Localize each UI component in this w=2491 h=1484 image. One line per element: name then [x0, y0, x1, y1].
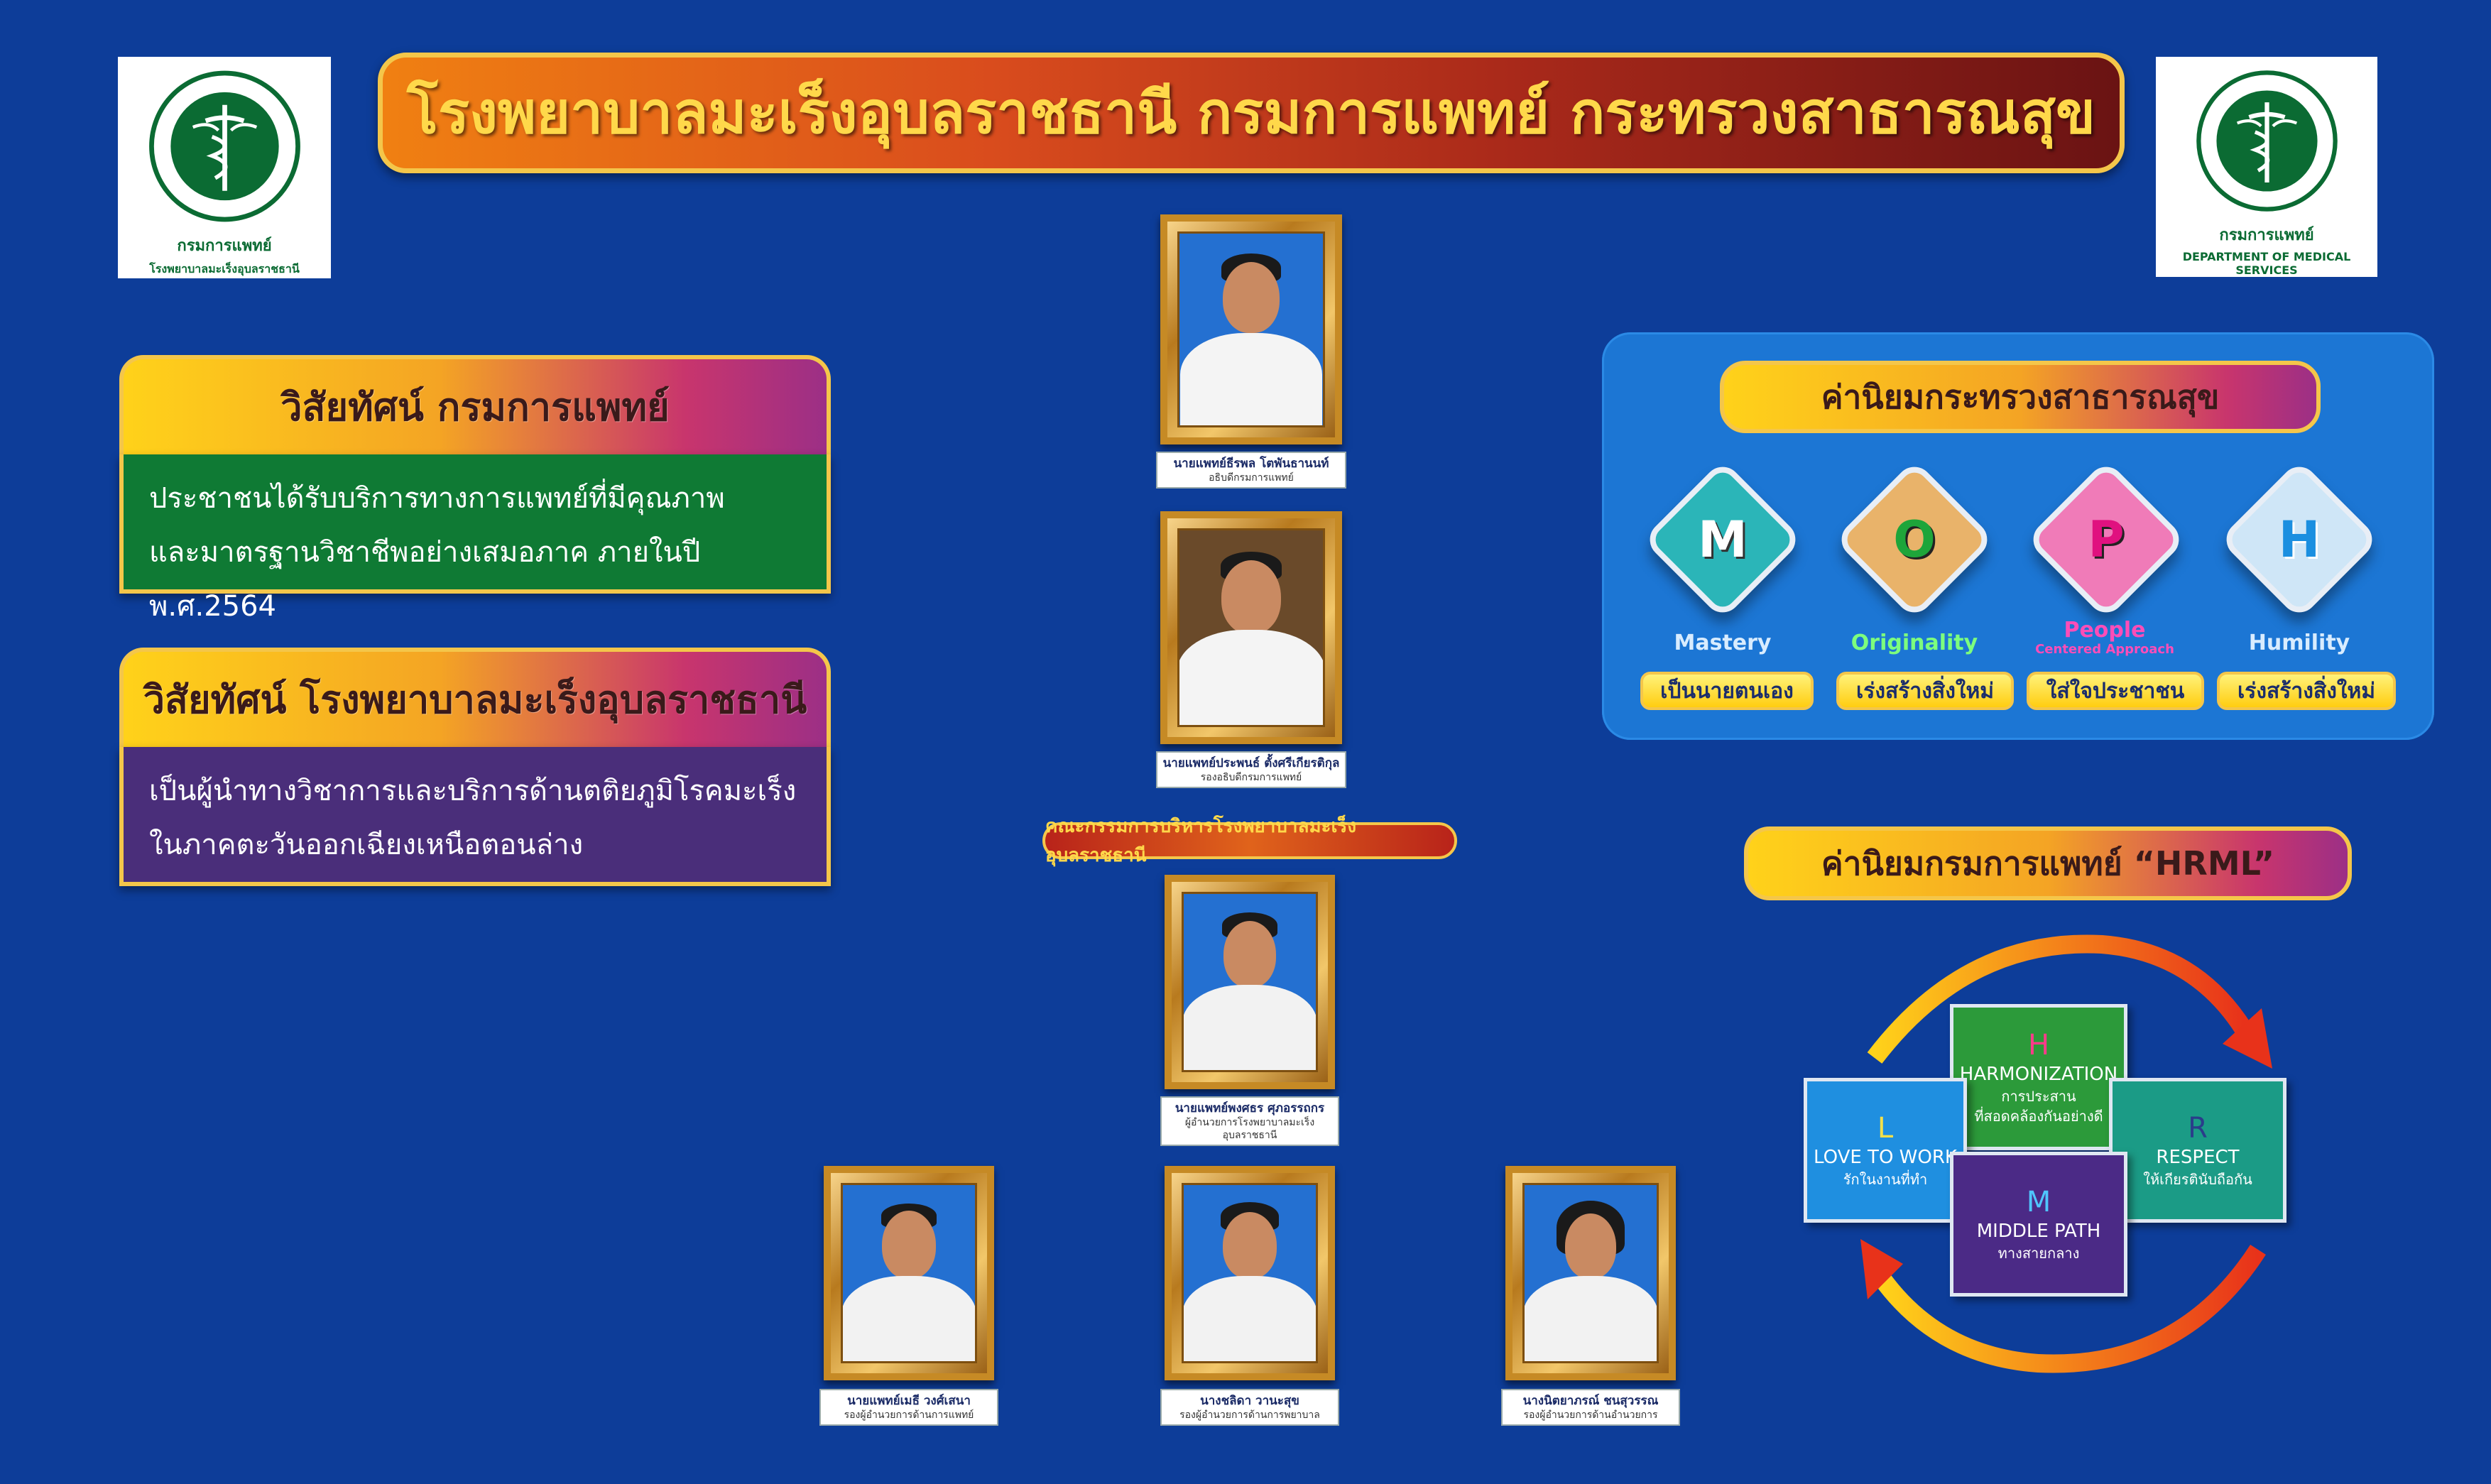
moph-m-letter: M: [1698, 511, 1748, 569]
hrml-r-th1: ให้เกียรตินับถือกัน: [2143, 1171, 2252, 1188]
hrml-l-th1: รักในงานที่ทำ: [1843, 1171, 1928, 1188]
caption-name: นายแพทย์พงศธร ศุภอรรถกร: [1174, 1101, 1325, 1115]
vision-dms-card: วิสัยทัศน์ กรมการแพทย์ ประชาชนได้รับบริก…: [119, 355, 831, 623]
moph-o-letter: O: [1893, 511, 1936, 569]
hrml-tile-m: M MIDDLE PATH ทางสายกลาง: [1950, 1152, 2127, 1297]
committee-label: คณะกรรมการบริหารโรงพยาบาลมะเร็งอุบลราชธา…: [1045, 816, 1357, 866]
hrml-tile-r: R RESPECT ให้เกียรตินับถือกัน: [2109, 1078, 2286, 1223]
caption-deputy-director-general: นายแพทย์ประพนธ์ ตั้งศรีเกียรติกุล รองอธิ…: [1156, 751, 1346, 788]
hrml-h-letter: H: [2027, 1029, 2050, 1062]
moph-values-heading-bar: ค่านิยมกระทรวงสาธารณสุข: [1720, 361, 2321, 433]
moph-m-pill: เป็นนายตนเอง: [1640, 672, 1814, 710]
page-title-banner: โรงพยาบาลมะเร็งอุบลราชธานี กรมการแพทย์ ก…: [378, 53, 2125, 173]
hrml-heading-bar: ค่านิยมกรมการแพทย์ “HRML”: [1744, 826, 2352, 900]
hrml-r-en: RESPECT: [2156, 1147, 2240, 1168]
moph-o-thai: เร่งสร้างสิ่งใหม่: [1855, 678, 1995, 704]
portrait-photo: [1182, 1183, 1318, 1363]
moph-m-word: Mastery: [1674, 631, 1772, 655]
vision-hospital-heading: วิสัยทัศน์ โรงพยาบาลมะเร็งอุบลราชธานี: [143, 677, 807, 722]
hrml-l-en: LOVE TO WORK: [1814, 1147, 1957, 1168]
caption-name: นางนิตยาภรณ์ ชนสุวรรณ: [1522, 1394, 1659, 1408]
portrait-photo: [1177, 231, 1325, 427]
hrml-m-th1: ทางสายกลาง: [1997, 1245, 2080, 1262]
vision-hospital-body: เป็นผู้นำทางวิชาการและบริการด้านตติยภูมิ…: [119, 747, 831, 886]
caption-role: รองผู้อำนวยการด้านการแพทย์: [844, 1409, 974, 1421]
vision-dms-heading: วิสัยทัศน์ กรมการแพทย์: [280, 385, 670, 430]
vision-hospital-heading-bar: วิสัยทัศน์ โรงพยาบาลมะเร็งอุบลราชธานี: [119, 648, 831, 747]
vision-hospital-card: วิสัยทัศน์ โรงพยาบาลมะเร็งอุบลราชธานี เป…: [119, 648, 831, 886]
hrml-r-letter: R: [2188, 1112, 2208, 1145]
logo-right-line1: กรมการแพทย์: [2219, 227, 2314, 244]
moph-h-pill: เร่งสร้างสิ่งใหม่: [2217, 672, 2396, 710]
committee-label-bar: คณะกรรมการบริหารโรงพยาบาลมะเร็งอุบลราชธา…: [1042, 816, 1457, 866]
vision-dms-body: ประชาชนได้รับบริการทางการแพทย์ที่มีคุณภา…: [119, 454, 831, 623]
caption-deputy-medical: นายแพทย์เมธี วงศ์เสนา รองผู้อำนวยการด้าน…: [819, 1389, 998, 1426]
vision-hospital-line1: เป็นผู้นำทางวิชาการและบริการด้านตติยภูมิ…: [149, 775, 797, 807]
moph-h-letter: H: [2278, 511, 2321, 569]
moph-p-word: People: [2064, 618, 2146, 643]
logo-left-line1: กรมการแพทย์: [177, 237, 272, 255]
caption-role: รองอธิบดีกรมการแพทย์: [1200, 772, 1302, 783]
caption-role: อธิบดีกรมการแพทย์: [1209, 472, 1294, 484]
caption-name: นายแพทย์ประพนธ์ ตั้งศรีเกียรติกุล: [1162, 756, 1340, 770]
moph-values-heading: ค่านิยมกระทรวงสาธารณสุข: [1821, 377, 2220, 416]
portrait-deputy-nursing: [1165, 1166, 1335, 1380]
logo-left: กรมการแพทย์ โรงพยาบาลมะเร็งอุบลราชธานี: [118, 57, 331, 278]
portrait-hospital-director: [1165, 875, 1335, 1089]
caption-name: นายแพทย์ธีรพล โตพันธานนท์: [1173, 457, 1329, 471]
caption-hospital-director: นายแพทย์พงศธร ศุภอรรถกร ผู้อำนวยการโรงพย…: [1160, 1096, 1339, 1146]
vision-hospital-line2: ในภาคตะวันออกเฉียงเหนือตอนล่าง: [149, 829, 584, 861]
hrml-l-letter: L: [1877, 1112, 1894, 1145]
portrait-deputy-administration: [1505, 1166, 1676, 1380]
hrml-m-letter: M: [2026, 1186, 2051, 1218]
hrml-tile-h: H HARMONIZATION การประสาน ที่สอดคล้องกัน…: [1950, 1004, 2127, 1150]
hrml-h-en: HARMONIZATION: [1959, 1064, 2118, 1085]
hrml-h-th1: การประสาน: [2001, 1088, 2076, 1105]
caption-name: นายแพทย์เมธี วงศ์เสนา: [847, 1394, 971, 1408]
caption-role: รองผู้อำนวยการด้านการพยาบาล: [1179, 1409, 1320, 1421]
hrml-heading: ค่านิยมกรมการแพทย์ “HRML”: [1821, 844, 2275, 883]
portrait-photo: [1177, 528, 1325, 727]
hrml-cycle-arrows-icon: [1860, 934, 2272, 1373]
portrait-deputy-director-general: [1160, 511, 1342, 744]
portrait-director-general: [1160, 214, 1342, 444]
logo-right: กรมการแพทย์ DEPARTMENT OF MEDICAL SERVIC…: [2156, 57, 2377, 277]
caption-role: ผู้อำนวยการโรงพยาบาลมะเร็งอุบลราชธานี: [1184, 1117, 1315, 1141]
caption-name: นางชลิดา วานะสุข: [1200, 1394, 1299, 1408]
hrml-h-th2: ที่สอดคล้องกันอย่างดี: [1974, 1108, 2103, 1125]
moph-p-sub: Centered Approach: [2035, 642, 2174, 657]
moph-m-thai: เป็นนายตนเอง: [1660, 678, 1794, 704]
vision-dms-heading-bar: วิสัยทัศน์ กรมการแพทย์: [119, 355, 831, 454]
portrait-deputy-medical: [824, 1166, 994, 1380]
logo-right-line2: DEPARTMENT OF MEDICAL SERVICES: [2182, 250, 2351, 277]
moph-p-letter: P: [2088, 511, 2125, 569]
logo-left-line2: โรงพยาบาลมะเร็งอุบลราชธานี: [149, 262, 300, 275]
portrait-photo: [1522, 1183, 1659, 1363]
moph-emblem-icon: [148, 70, 300, 222]
caption-deputy-administration: นางนิตยาภรณ์ ชนสุวรรณ รองผู้อำนวยการด้าน…: [1501, 1389, 1680, 1426]
moph-emblem-icon: [2196, 70, 2338, 212]
caption-role: รองผู้อำนวยการด้านอำนวยการ: [1523, 1409, 1658, 1421]
moph-o-pill: เร่งสร้างสิ่งใหม่: [1836, 672, 2014, 710]
portrait-photo: [1182, 892, 1318, 1072]
vision-dms-line2: และมาตรฐานวิชาชีพอย่างเสมอภาค ภายในปี พ.…: [149, 536, 701, 623]
caption-deputy-nursing: นางชลิดา วานะสุข รองผู้อำนวยการด้านการพย…: [1160, 1389, 1339, 1426]
moph-o-word: Originality: [1850, 631, 1978, 655]
moph-values-panel: ค่านิยมกระทรวงสาธารณสุข M Mastery เป็นนา…: [1602, 332, 2434, 740]
moph-h-word: Humility: [2248, 631, 2350, 655]
page-title: โรงพยาบาลมะเร็งอุบลราชธานี กรมการแพทย์ ก…: [406, 80, 2096, 147]
moph-p-thai: ใส่ใจประชาชน: [2046, 678, 2185, 704]
hrml-tile-l: L LOVE TO WORK รักในงานที่ทำ: [1804, 1078, 1967, 1223]
hrml-m-en: MIDDLE PATH: [1976, 1221, 2101, 1242]
portrait-photo: [841, 1183, 977, 1363]
moph-h-thai: เร่งสร้างสิ่งใหม่: [2237, 678, 2376, 704]
moph-p-pill: ใส่ใจประชาชน: [2027, 672, 2204, 710]
caption-director-general: นายแพทย์ธีรพล โตพันธานนท์ อธิบดีกรมการแพ…: [1156, 452, 1346, 489]
vision-dms-line1: ประชาชนได้รับบริการทางการแพทย์ที่มีคุณภา…: [149, 482, 725, 515]
